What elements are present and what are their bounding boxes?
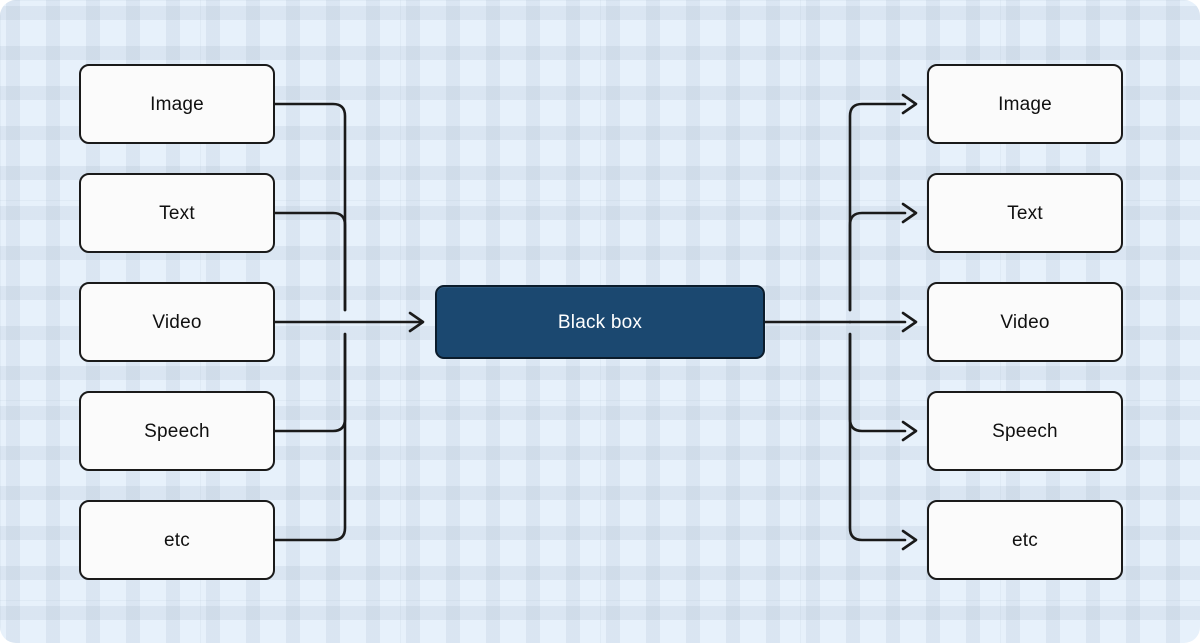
node-output-image[interactable]: Image bbox=[927, 64, 1123, 144]
node-label: Text bbox=[1007, 202, 1043, 224]
node-black-box[interactable]: Black box bbox=[435, 285, 765, 359]
node-label: Video bbox=[152, 311, 202, 333]
node-label: Black box bbox=[557, 311, 643, 333]
node-output-speech[interactable]: Speech bbox=[927, 391, 1123, 471]
node-label: Video bbox=[1000, 311, 1050, 333]
node-output-text[interactable]: Text bbox=[927, 173, 1123, 253]
node-label: etc bbox=[164, 529, 190, 551]
node-label: Speech bbox=[992, 420, 1058, 442]
node-label: Text bbox=[159, 202, 195, 224]
arrowhead-output-image bbox=[901, 93, 918, 115]
arrowhead-output-speech bbox=[901, 420, 918, 442]
wire-input-text bbox=[273, 211, 347, 312]
wire-output-bus-etc bbox=[848, 332, 907, 542]
wire-output-bus-upper bbox=[848, 102, 907, 312]
node-input-image[interactable]: Image bbox=[79, 64, 275, 144]
arrowhead-output-etc bbox=[901, 529, 918, 551]
node-input-etc[interactable]: etc bbox=[79, 500, 275, 580]
node-label: Image bbox=[998, 93, 1052, 115]
node-label: etc bbox=[1012, 529, 1038, 551]
node-label: Image bbox=[150, 93, 204, 115]
node-output-video[interactable]: Video bbox=[927, 282, 1123, 362]
wire-input-speech bbox=[273, 332, 347, 433]
node-input-text[interactable]: Text bbox=[79, 173, 275, 253]
arrowhead-output-text bbox=[901, 202, 918, 224]
arrowhead-output-video bbox=[901, 311, 918, 333]
node-label: Speech bbox=[144, 420, 210, 442]
node-output-etc[interactable]: etc bbox=[927, 500, 1123, 580]
node-input-video[interactable]: Video bbox=[79, 282, 275, 362]
arrowhead-into-black-box bbox=[408, 311, 425, 333]
wire-output-bus-text bbox=[848, 211, 907, 312]
wire-input-etc bbox=[273, 332, 347, 542]
wire-input-image bbox=[273, 102, 347, 312]
node-input-speech[interactable]: Speech bbox=[79, 391, 275, 471]
wire-output-bus-lower bbox=[848, 332, 907, 433]
